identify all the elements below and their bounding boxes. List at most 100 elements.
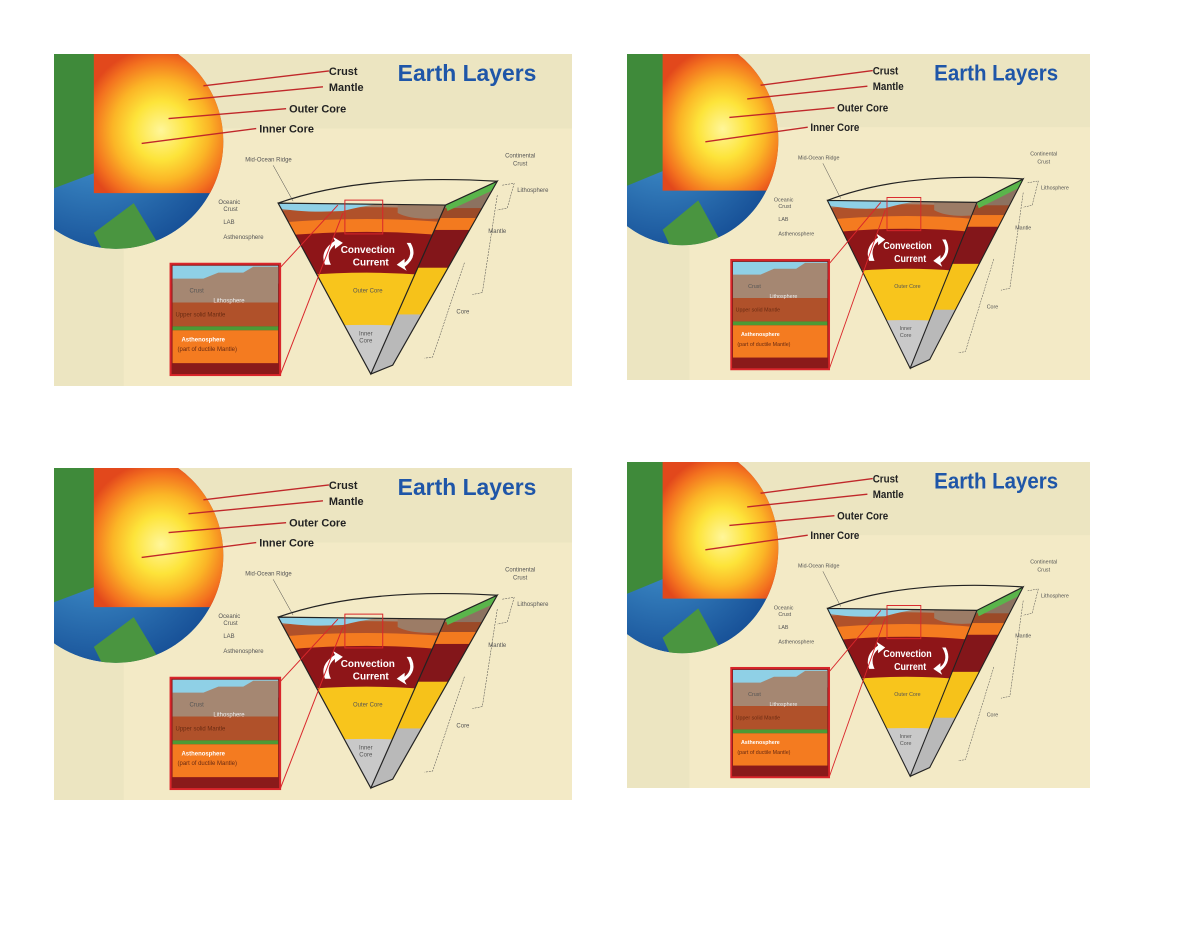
label-inner-core-1: Inner <box>359 331 373 337</box>
label-continental-2: Crust <box>513 161 528 167</box>
diagram-title: Earth Layers <box>398 474 537 500</box>
inset-upper-mantle: Upper solid Mantle <box>736 307 780 313</box>
label-core: Core <box>987 713 999 719</box>
label-continental-2: Crust <box>1037 159 1050 165</box>
label-oceanic-2: Crust <box>223 621 238 627</box>
label-convection-2: Current <box>353 258 390 269</box>
label-lithosphere: Lithosphere <box>517 602 549 608</box>
label-continental-1: Continental <box>505 153 535 159</box>
label-inner-core-1: Inner <box>900 326 912 332</box>
label-section-outer-core: Outer Core <box>353 703 383 709</box>
label-convection-2: Current <box>894 662 926 672</box>
label-asthenosphere: Asthenosphere <box>223 649 264 655</box>
label-section-outer-core: Outer Core <box>353 289 383 295</box>
label-lithosphere: Lithosphere <box>517 188 549 194</box>
label-crust: Crust <box>873 66 899 77</box>
label-convection-1: Convection <box>341 245 395 256</box>
inset-crust: Crust <box>748 284 761 290</box>
label-mantle: Mantle <box>873 490 904 501</box>
inset-ductile: (part of ductile Mantle) <box>737 750 790 756</box>
label-oceanic-1: Oceanic <box>774 605 794 611</box>
label-continental-1: Continental <box>1030 559 1057 565</box>
label-oceanic-1: Oceanic <box>774 197 794 203</box>
diagram-title: Earth Layers <box>398 60 537 86</box>
label-mid-ocean-ridge: Mid-Ocean Ridge <box>798 563 839 569</box>
label-mid-ocean-ridge: Mid-Ocean Ridge <box>798 155 839 161</box>
label-convection-2: Current <box>894 254 926 264</box>
inset-asthenosphere: Asthenosphere <box>741 740 780 746</box>
label-lab: LAB <box>223 634 234 640</box>
label-core: Core <box>456 309 470 315</box>
label-oceanic-2: Crust <box>223 207 238 213</box>
label-outer-core: Outer Core <box>289 104 346 116</box>
label-section-outer-core: Outer Core <box>894 692 920 698</box>
label-continental-2: Crust <box>1037 567 1050 573</box>
label-lab: LAB <box>778 217 788 223</box>
inset-crust: Crust <box>189 703 204 709</box>
label-oceanic-1: Oceanic <box>218 200 240 206</box>
label-asthenosphere: Asthenosphere <box>223 235 264 241</box>
label-oceanic-1: Oceanic <box>218 614 240 620</box>
label-inner-core-1: Inner <box>359 745 373 751</box>
label-mantle-side: Mantle <box>488 643 507 649</box>
label-inner-core: Inner Core <box>259 124 314 136</box>
earth-layers-diagram: Crust Mantle Outer Core Inner Core Earth… <box>627 54 1090 380</box>
inset-crust: Crust <box>189 289 204 295</box>
label-mantle: Mantle <box>329 82 364 94</box>
inset-asthenosphere: Asthenosphere <box>182 751 226 757</box>
earth-layers-card-4: Crust Mantle Outer Core Inner Core Earth… <box>627 462 1090 788</box>
label-inner-core: Inner Core <box>810 531 859 542</box>
label-lab: LAB <box>223 220 234 226</box>
diagram-title: Earth Layers <box>934 469 1058 494</box>
label-convection-1: Convection <box>883 241 932 251</box>
label-mantle-side: Mantle <box>1015 226 1031 232</box>
label-mantle: Mantle <box>873 82 904 93</box>
label-asthenosphere: Asthenosphere <box>778 231 814 237</box>
label-section-outer-core: Outer Core <box>894 284 920 290</box>
label-crust: Crust <box>329 480 358 492</box>
diagram-title: Earth Layers <box>934 61 1058 86</box>
label-oceanic-2: Crust <box>778 612 791 618</box>
label-lab: LAB <box>778 625 788 631</box>
inset-lithosphere: Lithosphere <box>769 702 797 708</box>
label-continental-1: Continental <box>505 567 535 573</box>
convection-arrow-icon <box>323 236 414 271</box>
label-continental-1: Continental <box>1030 151 1057 157</box>
inset-zoom-box: Crust Lithosphere Upper solid Mantle Ast… <box>730 196 922 371</box>
label-mantle-side: Mantle <box>488 229 507 235</box>
inset-upper-mantle: Upper solid Mantle <box>176 726 226 732</box>
label-inner-core: Inner Core <box>810 123 859 134</box>
inset-lithosphere: Lithosphere <box>213 299 245 305</box>
label-outer-core: Outer Core <box>837 511 888 522</box>
convection-arrow-icon <box>323 650 414 685</box>
inset-zoom-box: Crust Lithosphere Upper solid Mantle Ast… <box>730 604 922 779</box>
label-convection-1: Convection <box>883 649 932 659</box>
label-inner-core-2: Core <box>359 338 373 344</box>
globe <box>627 54 779 246</box>
label-inner-core: Inner Core <box>259 538 314 550</box>
inset-ductile: (part of ductile Mantle) <box>178 761 237 767</box>
inset-lithosphere: Lithosphere <box>769 294 797 300</box>
convection-arrow-icon <box>867 233 949 267</box>
label-lithosphere: Lithosphere <box>1041 185 1069 191</box>
globe <box>54 54 224 249</box>
inset-ductile: (part of ductile Mantle) <box>737 342 790 348</box>
label-outer-core: Outer Core <box>837 103 888 114</box>
globe <box>54 468 224 663</box>
label-mantle: Mantle <box>329 496 364 508</box>
label-convection-2: Current <box>353 672 390 683</box>
inset-asthenosphere: Asthenosphere <box>182 337 226 343</box>
earth-layers-diagram: Crust Mantle Outer Core Inner Core Earth… <box>54 54 572 386</box>
earth-layers-card-3: Crust Mantle Outer Core Inner Core Earth… <box>54 468 572 800</box>
globe <box>627 462 779 654</box>
label-core: Core <box>456 723 470 729</box>
label-asthenosphere: Asthenosphere <box>778 639 814 645</box>
label-continental-2: Crust <box>513 575 528 581</box>
label-lithosphere: Lithosphere <box>1041 593 1069 599</box>
inset-asthenosphere: Asthenosphere <box>741 332 780 338</box>
label-crust: Crust <box>329 66 358 78</box>
label-inner-core-1: Inner <box>900 734 912 740</box>
earth-layers-diagram: Crust Mantle Outer Core Inner Core Earth… <box>627 462 1090 788</box>
earth-layers-card-2: Crust Mantle Outer Core Inner Core Earth… <box>627 54 1090 380</box>
label-inner-core-2: Core <box>359 752 373 758</box>
